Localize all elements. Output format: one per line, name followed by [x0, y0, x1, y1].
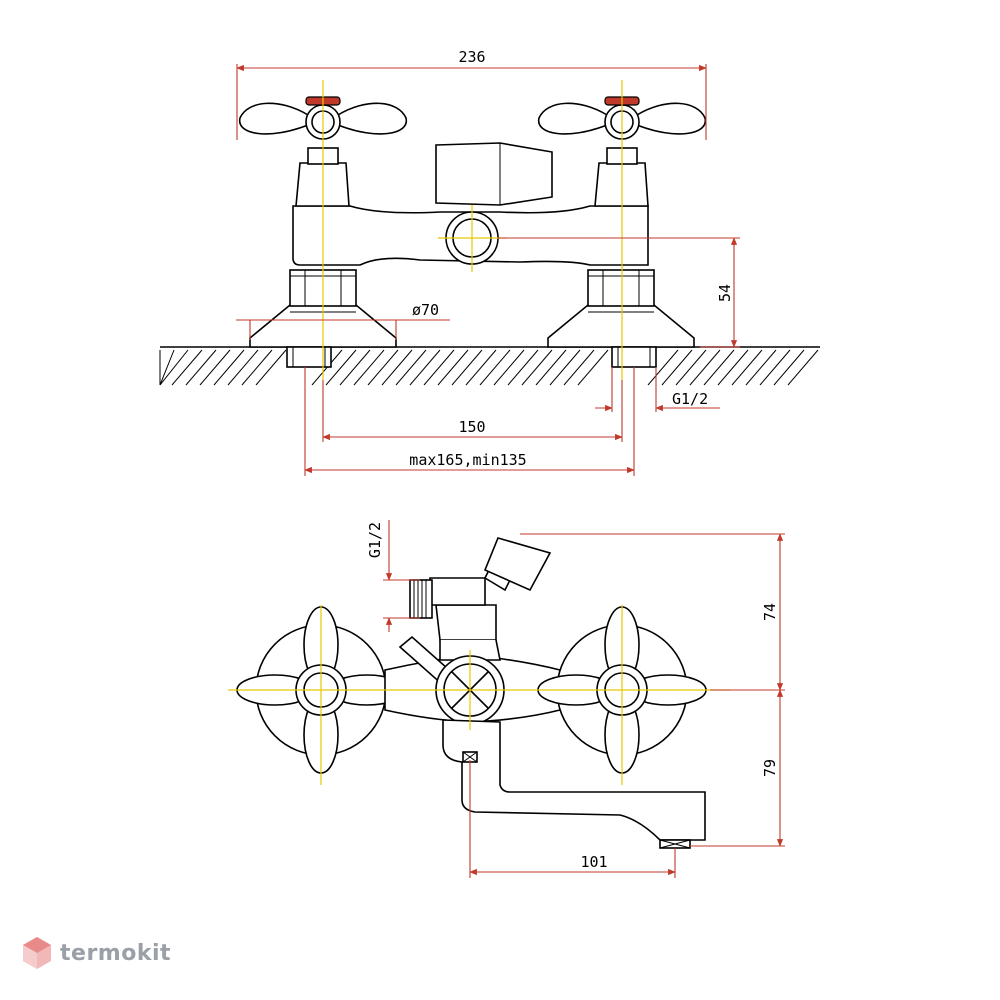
hatch-line — [773, 349, 805, 386]
hatch-line — [759, 349, 791, 386]
hatch-line — [227, 349, 259, 386]
hatch-line — [159, 349, 175, 386]
right-cross-handle — [538, 96, 706, 140]
hatch-line — [563, 349, 595, 386]
hatch-line — [437, 349, 469, 386]
hatch-line — [185, 349, 217, 386]
hatch-line — [493, 349, 525, 386]
hatch-line — [465, 349, 497, 386]
hatch-line — [367, 349, 399, 386]
hatch-line — [395, 349, 427, 386]
dim-150: 150 — [322, 380, 623, 442]
hatch-line — [675, 349, 707, 386]
hatch-line — [325, 349, 357, 386]
hatch-line — [507, 349, 539, 386]
hatch-line — [199, 349, 231, 386]
wall-hatching — [159, 346, 820, 386]
left-eccentric — [286, 346, 332, 368]
right-eccentric — [611, 346, 657, 368]
dim-diameter-70-label: ø70 — [412, 301, 439, 319]
hatch-line — [451, 349, 483, 386]
hatch-line — [549, 349, 581, 386]
dim-g12-front-label: G1/2 — [672, 390, 708, 408]
dim-range: max165,min135 — [304, 367, 635, 476]
dim-79: 79 — [690, 689, 785, 847]
spout — [442, 719, 706, 849]
termokit-logo-icon — [23, 937, 51, 969]
dim-diameter-70: ø70 — [236, 301, 450, 340]
hatch-line — [731, 349, 763, 386]
top-centerlines — [228, 605, 730, 785]
hatch-line — [647, 349, 679, 386]
dim-g12-top-label: G1/2 — [366, 522, 384, 558]
diverter-block — [435, 142, 553, 206]
hatch-line — [255, 349, 287, 386]
hatch-line — [213, 349, 245, 386]
hatch-line — [787, 349, 819, 386]
hatch-line — [353, 349, 385, 386]
dim-150-label: 150 — [458, 418, 485, 436]
dim-range-label: max165,min135 — [409, 451, 526, 469]
hatch-line — [521, 349, 553, 386]
dim-101: 101 — [469, 760, 676, 878]
front-centerlines — [322, 80, 623, 380]
watermark-brand: termokit — [60, 940, 172, 966]
hatch-line — [423, 349, 455, 386]
hatch-line — [479, 349, 511, 386]
dim-54: 54 — [498, 237, 740, 348]
right-nut — [587, 269, 655, 307]
shower-outlet — [409, 537, 552, 661]
hatch-line — [661, 349, 693, 386]
dim-54-label: 54 — [716, 284, 734, 302]
dim-236-label: 236 — [458, 48, 485, 66]
right-flange — [547, 304, 695, 348]
left-cross-handle — [239, 96, 407, 140]
front-view: 236 ø70 54 G1/2 150 — [159, 48, 820, 476]
dim-236: 236 — [236, 48, 707, 140]
top-view: G1/2 74 79 101 — [228, 520, 785, 878]
hatch-line — [745, 349, 777, 386]
dim-g12-top: G1/2 — [366, 520, 420, 632]
dim-74-label: 74 — [761, 603, 779, 621]
termokit-watermark: termokit — [22, 936, 171, 970]
dim-79-label: 79 — [761, 759, 779, 777]
hatch-line — [171, 349, 203, 386]
hatch-line — [409, 349, 441, 386]
hatch-line — [717, 349, 749, 386]
hatch-line — [381, 349, 413, 386]
hatch-line — [535, 349, 567, 386]
hatch-line — [339, 349, 371, 386]
hatch-line — [689, 349, 721, 386]
dim-74: 74 — [520, 533, 785, 691]
hatch-line — [159, 349, 189, 386]
hatch-line — [577, 349, 609, 386]
dim-g12-front: G1/2 — [595, 367, 720, 412]
hatch-line — [241, 349, 273, 386]
dim-101-label: 101 — [580, 853, 607, 871]
hatch-line — [703, 349, 735, 386]
